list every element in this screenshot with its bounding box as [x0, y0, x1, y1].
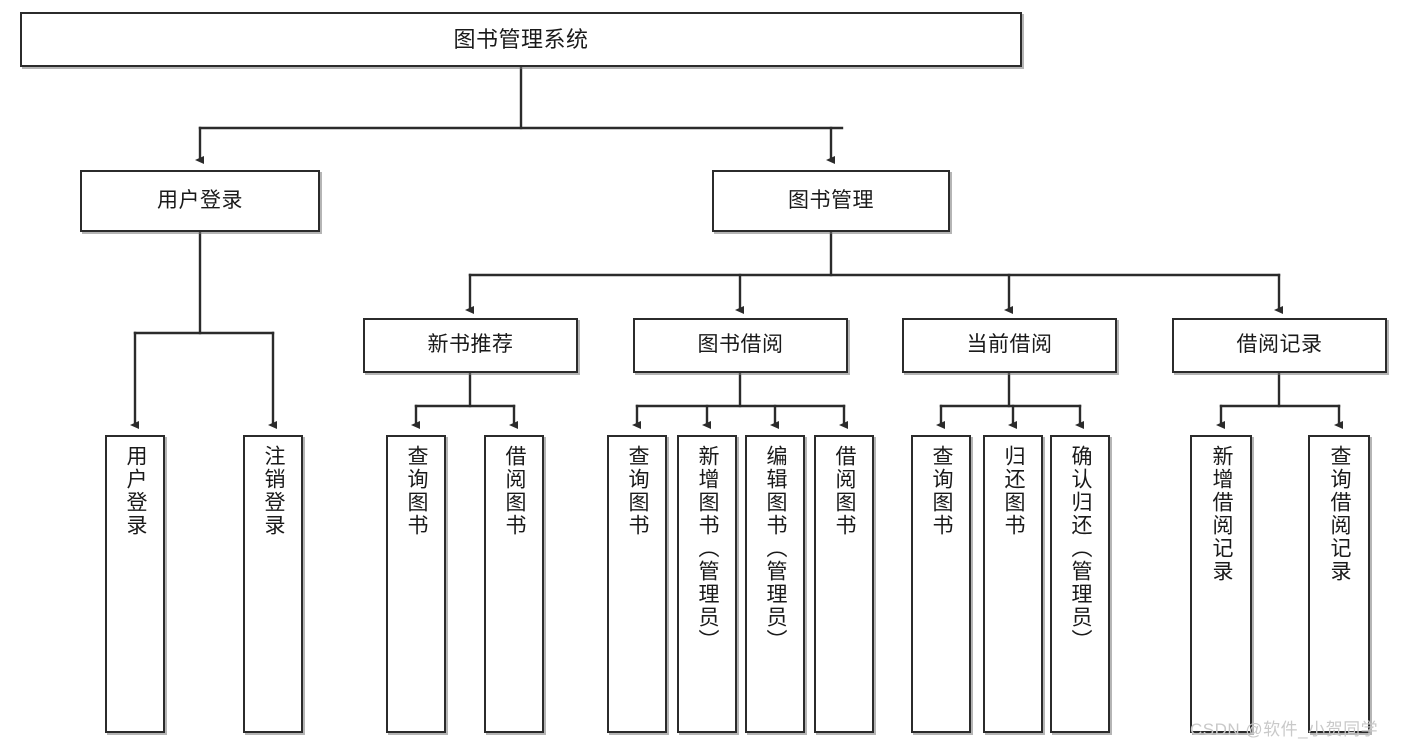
leaf-edit-book[interactable]: 编辑图书（管理员） — [745, 435, 805, 733]
leaf-query-book-recommend-label: 查询图书 — [405, 445, 429, 537]
leaf-confirm-return-label: 确认归还（管理员） — [1069, 445, 1093, 652]
leaf-borrow-book-recommend-label: 借阅图书 — [503, 445, 527, 537]
node-borrow-record[interactable]: 借阅记录 — [1172, 318, 1387, 373]
node-root-label: 图书管理系统 — [453, 26, 589, 52]
leaf-add-borrow-record-label: 新增借阅记录 — [1210, 445, 1234, 583]
node-root-system[interactable]: 图书管理系统 — [20, 12, 1022, 67]
leaf-edit-book-label: 编辑图书（管理员） — [764, 445, 788, 652]
leaf-query-book-recommend[interactable]: 查询图书 — [386, 435, 446, 733]
leaf-add-book[interactable]: 新增图书（管理员） — [677, 435, 737, 733]
leaf-query-borrow-record-label: 查询借阅记录 — [1328, 445, 1352, 583]
leaf-query-book-current-label: 查询图书 — [930, 445, 954, 537]
node-new-book-recommend[interactable]: 新书推荐 — [363, 318, 578, 373]
leaf-query-book-borrow[interactable]: 查询图书 — [607, 435, 667, 733]
leaf-user-login-label: 用户登录 — [124, 445, 148, 537]
leaf-borrow-book-label: 借阅图书 — [833, 445, 857, 537]
leaf-query-book-borrow-label: 查询图书 — [626, 445, 650, 537]
leaf-borrow-book[interactable]: 借阅图书 — [814, 435, 874, 733]
leaf-query-book-current[interactable]: 查询图书 — [911, 435, 971, 733]
csdn-watermark: CSDN @软件_小贺同学 — [1190, 720, 1379, 739]
leaf-query-borrow-record[interactable]: 查询借阅记录 — [1308, 435, 1370, 733]
leaf-user-login[interactable]: 用户登录 — [105, 435, 165, 733]
leaf-return-book[interactable]: 归还图书 — [983, 435, 1043, 733]
leaf-logout[interactable]: 注销登录 — [243, 435, 303, 733]
node-book-borrow-label: 图书借阅 — [697, 333, 784, 357]
leaf-add-book-label: 新增图书（管理员） — [696, 445, 720, 652]
leaf-confirm-return[interactable]: 确认归还（管理员） — [1050, 435, 1110, 733]
node-current-borrow[interactable]: 当前借阅 — [902, 318, 1117, 373]
node-borrow-record-label: 借阅记录 — [1236, 333, 1323, 357]
node-user-login[interactable]: 用户登录 — [80, 170, 320, 232]
node-new-book-recommend-label: 新书推荐 — [427, 333, 514, 357]
node-book-manage-label: 图书管理 — [788, 188, 874, 212]
node-current-borrow-label: 当前借阅 — [966, 333, 1053, 357]
leaf-logout-label: 注销登录 — [262, 445, 286, 537]
node-book-borrow[interactable]: 图书借阅 — [633, 318, 848, 373]
node-book-manage[interactable]: 图书管理 — [712, 170, 950, 232]
leaf-borrow-book-recommend[interactable]: 借阅图书 — [484, 435, 544, 733]
leaf-return-book-label: 归还图书 — [1002, 445, 1026, 537]
leaf-add-borrow-record[interactable]: 新增借阅记录 — [1190, 435, 1252, 733]
node-user-login-label: 用户登录 — [157, 188, 243, 212]
